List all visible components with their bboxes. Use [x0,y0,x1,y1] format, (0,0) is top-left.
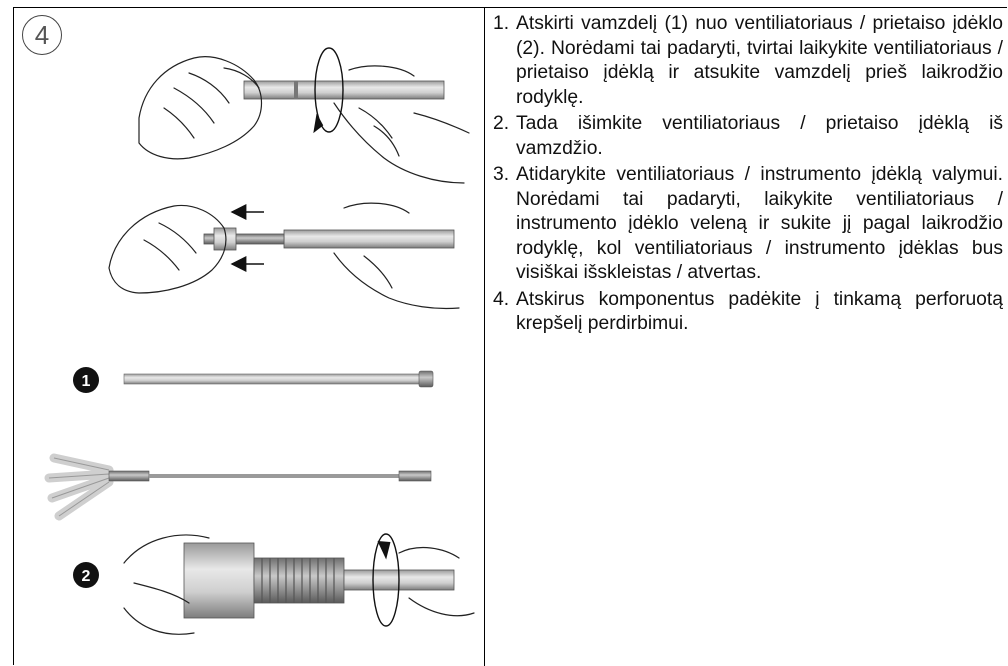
illustration-panel: 1 2 [14,8,484,666]
instruction-text: Atidarykite ventiliatoriaus / instrument… [516,163,1003,286]
tube-body-2 [284,230,454,248]
instruction-text: Tada išimkite ventiliatoriaus / prietais… [516,112,1003,161]
instruction-list: 1. Atskirti vamzdelį (1) nuo ventiliator… [493,12,1003,339]
instruction-item: 4. Atskirus komponentus padėkite į tinka… [493,288,1003,337]
instruction-number: 1. [493,12,509,37]
scene-unscrew-tube [139,48,469,183]
part-1-label: 1 [82,373,91,390]
instruction-number: 3. [493,163,509,188]
tube-body [244,81,444,99]
threaded-section [254,558,344,603]
tube-part [124,374,429,384]
instruction-item: 1. Atskirti vamzdelį (1) nuo ventiliator… [493,12,1003,110]
instruction-item: 3. Atidarykite ventiliatoriaus / instrum… [493,163,1003,286]
instruction-number: 2. [493,112,509,137]
left-hand-drawing [139,57,262,159]
column-divider [484,7,485,666]
left-hand-drawing-2 [109,205,226,293]
right-hand-drawing-2 [334,203,459,308]
fan-insert-open [49,458,431,516]
instruction-number: 4. [493,288,509,313]
scene-remove-insert [109,203,459,308]
part-2-label: 2 [82,568,91,585]
part-1-tube: 1 [73,367,433,393]
instruction-text: Atskirti vamzdelį (1) nuo ventiliatoriau… [516,12,1003,110]
tube-joint [294,81,298,99]
part-2-insert: 2 [73,534,474,634]
instruction-item: 2. Tada išimkite ventiliatoriaus / priet… [493,112,1003,161]
instruction-text: Atskirus komponentus padėkite į tinkamą … [516,288,1003,337]
